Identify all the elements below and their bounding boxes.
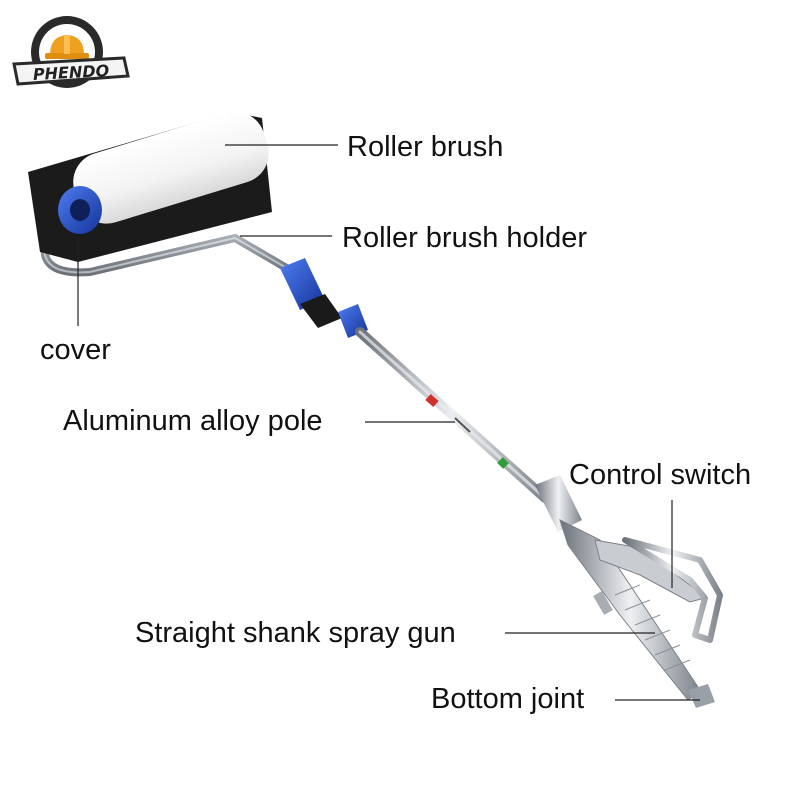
label-control-switch: Control switch bbox=[569, 459, 752, 491]
label-roller-brush-holder: Roller brush holder bbox=[342, 222, 588, 254]
grip-knurl bbox=[614, 584, 691, 671]
brand-logo: PHENDO bbox=[12, 16, 130, 88]
aluminum-pole bbox=[355, 327, 550, 503]
roller-brush bbox=[28, 111, 272, 262]
label-aluminum-alloy-pole: Aluminum alloy pole bbox=[63, 405, 323, 437]
label-cover: cover bbox=[40, 334, 111, 366]
spray-gun bbox=[535, 475, 723, 708]
logo-wordmark: PHENDO bbox=[32, 61, 110, 84]
label-straight-shank-spray-gun: Straight shank spray gun bbox=[135, 617, 456, 649]
label-roller-brush: Roller brush bbox=[347, 131, 504, 163]
logo-ribbon bbox=[12, 56, 130, 86]
trigger-guard bbox=[622, 537, 723, 643]
roller-fabric-sleeve bbox=[73, 111, 269, 224]
bottom-joint-fitting bbox=[688, 684, 715, 708]
pole-coupling bbox=[280, 258, 368, 338]
leader-lines bbox=[77, 144, 700, 701]
label-bottom-joint: Bottom joint bbox=[431, 683, 585, 715]
hard-hat-icon bbox=[45, 35, 89, 59]
